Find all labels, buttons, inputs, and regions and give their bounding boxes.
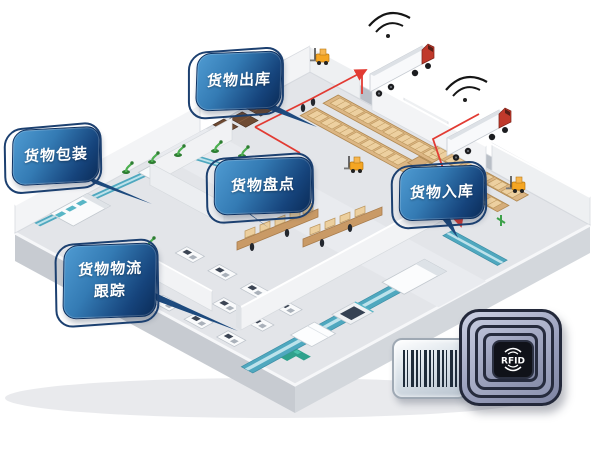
rfid-chip-art: RFID	[501, 347, 525, 372]
truck-outbound	[367, 11, 436, 98]
shipping-lane	[240, 258, 448, 374]
rfid-chip: RFID	[491, 340, 534, 379]
delivery-van	[381, 258, 448, 295]
pallet-jack	[496, 215, 506, 226]
callout-inbound: 货物入库	[398, 164, 486, 222]
rfid-tag-icon: RFID	[459, 309, 562, 406]
callout-packaging-label: 货物包装	[23, 144, 89, 166]
rfid-label: RFID	[501, 357, 525, 367]
packing-station	[289, 321, 337, 348]
callout-tracking: 货物物流 跟踪	[62, 242, 158, 320]
barcode-bars	[403, 350, 457, 387]
sorter-machine	[280, 348, 311, 361]
scan-tunnel	[331, 301, 375, 325]
callout-outbound: 货物出库	[195, 50, 283, 112]
sorting-tables	[236, 98, 383, 251]
callout-packaging: 货物包装	[11, 125, 101, 187]
barcode-icon	[392, 338, 468, 399]
callout-inbound-label: 货物入库	[409, 181, 475, 203]
callout-tracking-label: 货物物流 跟踪	[78, 259, 143, 301]
front-wall-right	[295, 225, 590, 413]
workers	[249, 98, 353, 251]
callout-stocktake: 货物盘点	[213, 156, 313, 216]
inbound-conveyor	[442, 230, 508, 266]
callout-stocktake-label: 货物盘点	[230, 174, 296, 196]
callout-outbound-label: 货物出库	[206, 69, 272, 91]
